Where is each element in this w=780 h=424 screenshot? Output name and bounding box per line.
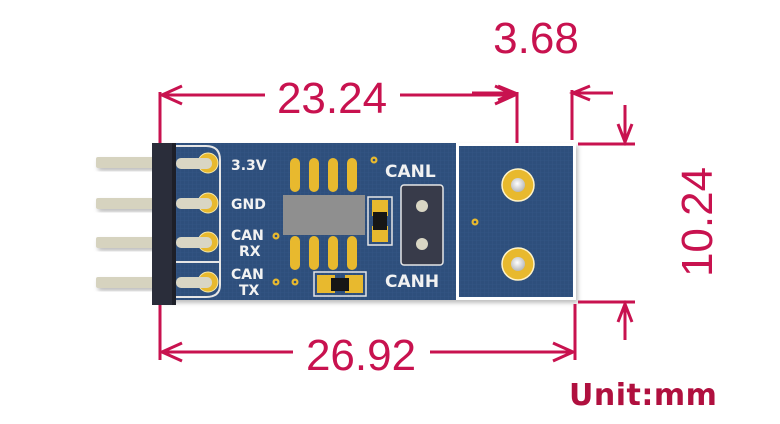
dimension-board-total-length: 26.92 <box>306 331 416 380</box>
pin-2 <box>96 198 158 209</box>
dimension-board-height: 10.24 <box>673 167 722 277</box>
label-can-rx-1: CAN <box>231 228 264 244</box>
pin-3 <box>96 237 158 248</box>
label-can-rx-2: RX <box>239 244 261 260</box>
header-pins <box>96 157 158 288</box>
header-outline <box>176 145 221 298</box>
header-housing-edge <box>172 143 176 305</box>
header-pads <box>176 152 219 293</box>
dimension-lines <box>158 84 635 363</box>
pin-4 <box>96 277 158 288</box>
pin-1 <box>96 157 158 168</box>
label-gnd: GND <box>231 197 266 213</box>
jumper-header <box>400 184 444 266</box>
smd-resistor-vertical <box>367 196 393 246</box>
label-canh: CANH <box>385 272 439 292</box>
dimension-terminal-width: 3.68 <box>493 14 579 63</box>
label-3v3: 3.3V <box>231 158 267 174</box>
label-can-tx-2: TX <box>239 283 260 299</box>
terminal-pads <box>501 168 535 281</box>
ic-chip <box>283 158 365 270</box>
dimension-board-inner-length: 23.24 <box>277 74 387 123</box>
pin-labels: 3.3V GND CAN RX CAN TX <box>231 158 267 299</box>
unit-label: Unit:mm <box>569 378 718 413</box>
label-can-tx-1: CAN <box>231 267 264 283</box>
label-canl: CANL <box>385 162 436 182</box>
smd-resistor-horizontal <box>313 271 367 297</box>
